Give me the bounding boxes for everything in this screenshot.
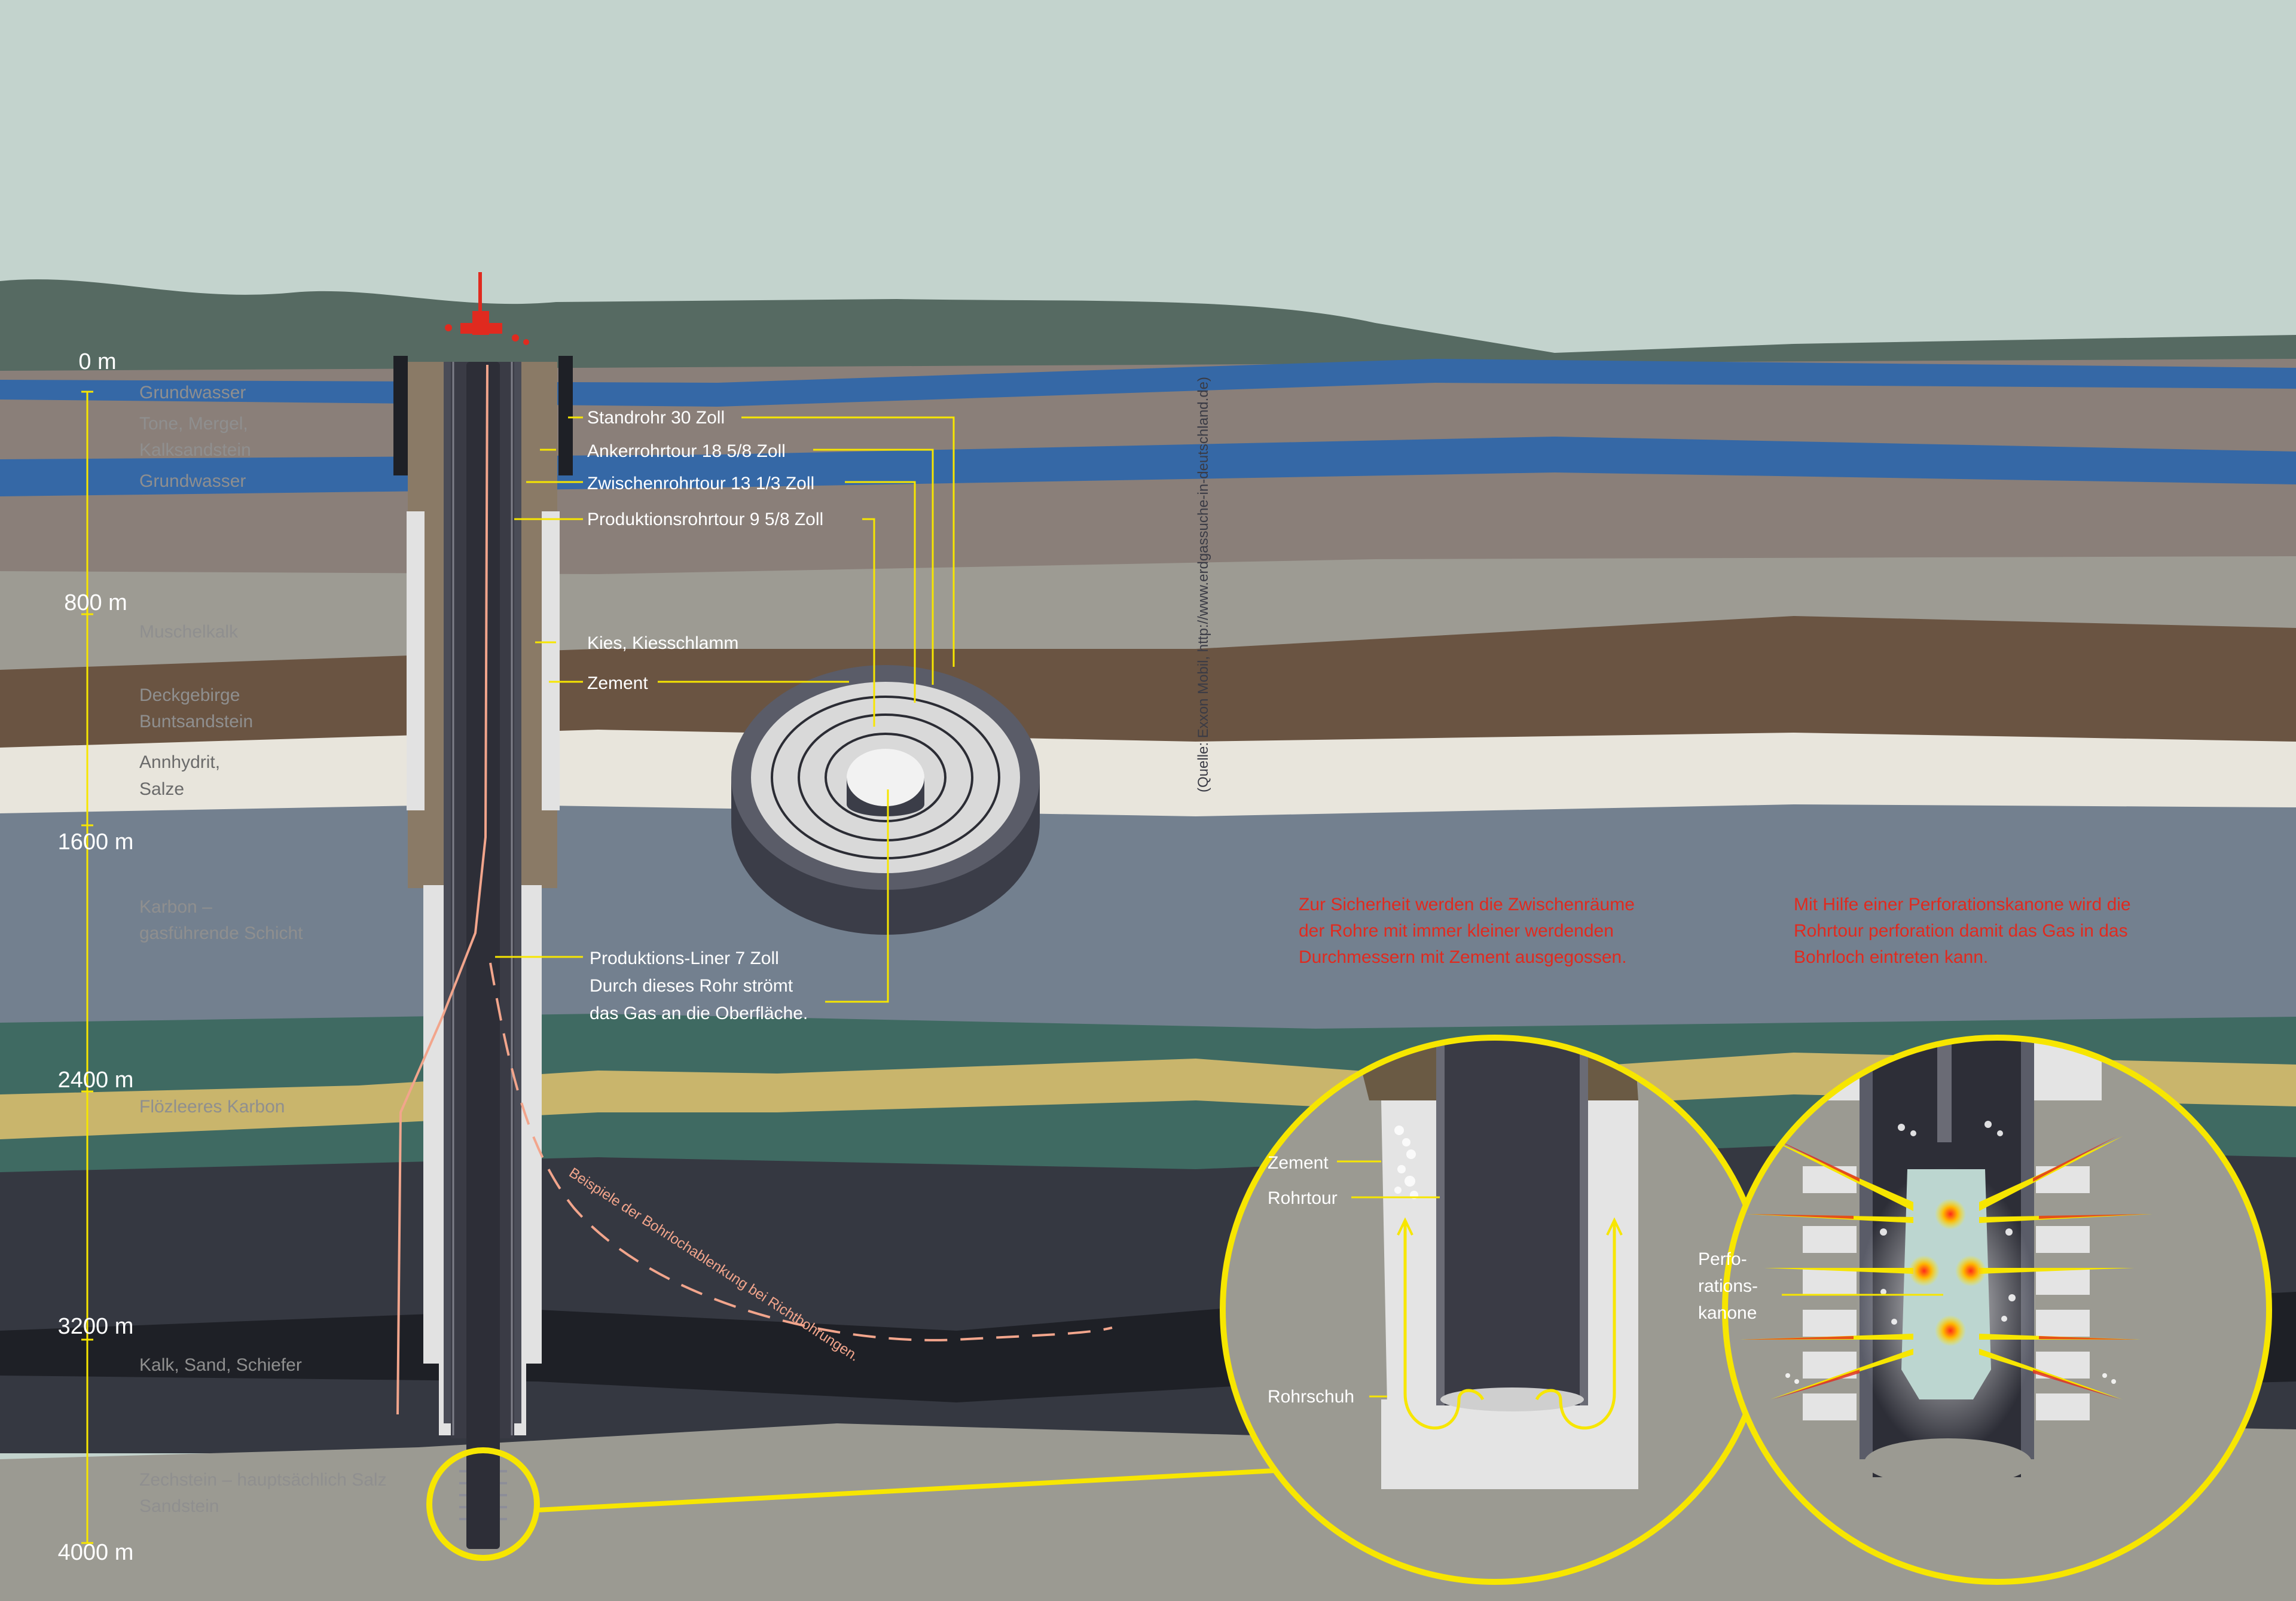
layer-label: Kalksandstein xyxy=(139,440,251,460)
detail2-label-line3: kanone xyxy=(1698,1303,1757,1323)
callout-standrohr: Standrohr 30 Zoll xyxy=(587,408,725,428)
callout-labels: Standrohr 30 Zoll Ankerrohrtour 18 5/8 Z… xyxy=(587,408,823,1023)
callout-produktionsrohrtour: Produktionsrohrtour 9 5/8 Zoll xyxy=(587,510,823,529)
callout-ankerrohrtour: Ankerrohrtour 18 5/8 Zoll xyxy=(587,441,786,461)
flozleer-layer xyxy=(0,1053,2296,1139)
note-left-line3: Durchmessern mit Zement ausgegossen. xyxy=(1299,947,1627,967)
callout-liner-line3: das Gas an die Oberfläche. xyxy=(590,1004,808,1023)
layer-label: Tone, Mergel, xyxy=(139,414,248,434)
depth-label-3200: 3200 m xyxy=(58,1314,134,1339)
karbon-layer xyxy=(0,804,2296,1053)
note-left-line2: der Rohre mit immer kleiner werdenden xyxy=(1299,921,1614,941)
note-right-line2: Rohrtour perforation damit das Gas in da… xyxy=(1794,921,2128,941)
callout-zement: Zement xyxy=(587,673,648,693)
layer-label: Annhydrit, xyxy=(139,752,220,772)
drilling-rig xyxy=(445,272,529,345)
detail1-label-rohrtour: Rohrtour xyxy=(1268,1188,1338,1208)
depth-label-800: 800 m xyxy=(64,590,127,615)
layer-label: Salze xyxy=(139,779,184,799)
callout-zwischenrohrtour: Zwischenrohrtour 13 1/3 Zoll xyxy=(587,474,814,493)
callout-liner-line2: Durch dieses Rohr strömt xyxy=(590,976,793,996)
deviation-path-left xyxy=(396,364,488,1415)
zoom-marker xyxy=(426,1447,540,1561)
borehole xyxy=(393,272,1376,1561)
depth-scale: 0 m 800 m 1600 m 2400 m 3200 m 4000 m xyxy=(58,349,134,1565)
layer-label: Kalk, Sand, Schiefer xyxy=(139,1355,302,1375)
cement-right-outer xyxy=(542,511,560,810)
note-right-line1: Mit Hilfe einer Perforationskanone wird … xyxy=(1794,895,2131,914)
callout-kies: Kies, Kiesschlamm xyxy=(587,633,738,653)
depth-label-1600: 1600 m xyxy=(58,830,134,855)
clay-layer xyxy=(0,359,2296,604)
layer-label: gasführende Schicht xyxy=(139,923,303,943)
groundwater-upper xyxy=(0,359,2296,407)
cement-right xyxy=(521,885,542,1364)
production-liner xyxy=(466,362,500,1549)
liner-perforations xyxy=(459,1470,507,1520)
layer-label: Zechstein – hauptsächlich Salz xyxy=(139,1470,387,1490)
source-credit: (Quelle: Exxon Mobil, http://www.erdgass… xyxy=(1195,377,1211,792)
callout-liner-title: Produktions-Liner 7 Zoll xyxy=(590,949,779,968)
buntsandstein-layer xyxy=(0,616,2296,754)
layer-label: Grundwasser xyxy=(139,471,246,491)
cement-left xyxy=(423,885,444,1364)
depth-label-4000: 4000 m xyxy=(58,1540,134,1565)
layer-label: Flözleeres Karbon xyxy=(139,1097,285,1117)
detail2-label-line2: rations- xyxy=(1698,1276,1758,1296)
zoom-connector xyxy=(536,1463,1376,1512)
casing-cross-section xyxy=(731,665,1040,935)
depth-label-0: 0 m xyxy=(78,349,116,374)
layer-label: Deckgebirge xyxy=(139,685,240,705)
note-left-line1: Zur Sicherheit werden die Zwischenräume xyxy=(1299,895,1635,914)
layer-label: Buntsandstein xyxy=(139,712,253,731)
depth-label-2400: 2400 m xyxy=(58,1068,134,1093)
note-right-line3: Bohrloch eintreten kann. xyxy=(1794,947,1988,967)
notes: Zur Sicherheit werden die Zwischenräume … xyxy=(1299,895,2131,967)
detail1-label-zement: Zement xyxy=(1268,1153,1329,1173)
detail2-label-line1: Perfo- xyxy=(1698,1249,1747,1269)
layer-label: Karbon – xyxy=(139,897,212,917)
detail1-label-rohrschuh: Rohrschuh xyxy=(1268,1387,1354,1407)
layer-label: Grundwasser xyxy=(139,383,246,402)
deviation-path-right xyxy=(489,962,1113,1341)
layer-label: Sandstein xyxy=(139,1496,219,1516)
callout-leaders xyxy=(495,416,955,1003)
detail-cementing: Zement Rohrtour Rohrschuh xyxy=(1220,1035,1770,1585)
standpipe-wall-left xyxy=(393,356,408,475)
layer-label: Muschelkalk xyxy=(139,622,239,642)
layer-labels: Grundwasser Tone, Mergel, Kalksandstein … xyxy=(139,383,387,1516)
standpipe-wall-right xyxy=(558,356,573,475)
salt-layer xyxy=(0,730,2296,825)
cement-left-outer xyxy=(407,511,425,810)
